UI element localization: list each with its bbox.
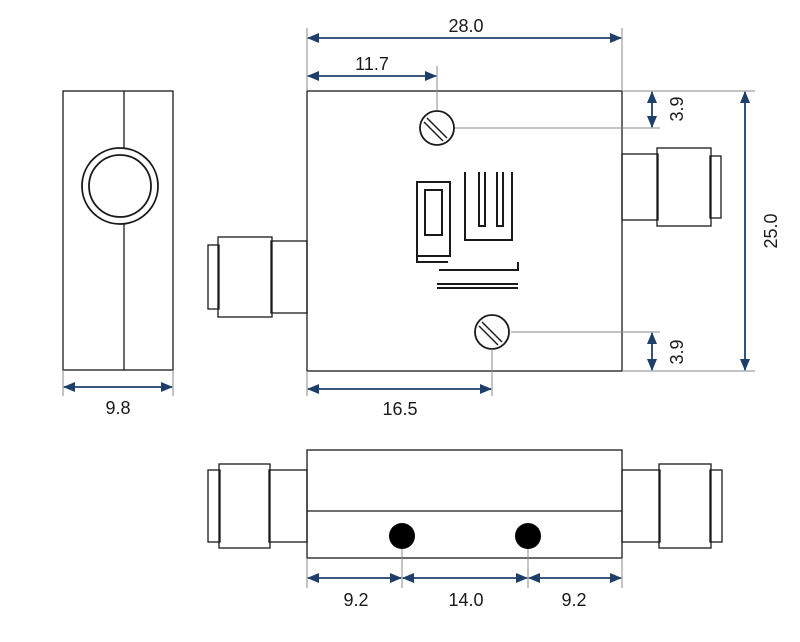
front-right-connector	[621, 463, 723, 549]
dimension-label-overall-length: 28.0	[448, 16, 483, 36]
dimension-label-hole-right-offset: 9.2	[561, 590, 586, 610]
dimension-label-side-thickness: 9.8	[105, 398, 130, 418]
dimension-label-top-screw-edge: 3.9	[667, 96, 687, 121]
left-connector	[207, 236, 308, 318]
side-view-body	[62, 90, 174, 371]
top-view-body	[306, 90, 623, 372]
top-screw	[419, 110, 455, 146]
dimension-label-bottom-screw-edge: 3.9	[667, 339, 687, 364]
front-view-body	[306, 449, 623, 559]
dimension-label-hole-spacing: 14.0	[448, 590, 483, 610]
qw-logo-icon	[416, 172, 519, 289]
top-view: 28.0 11.7 3.9 3.9 25.0 16.5	[207, 16, 781, 419]
dimension-label-hole-left-offset: 9.2	[343, 590, 368, 610]
dimension-label-bottom-screw-offset: 16.5	[382, 399, 417, 419]
connector-port-inner-ring	[88, 154, 152, 218]
dimension-label-screw-offset: 11.7	[355, 54, 389, 74]
side-view: 9.8	[62, 90, 174, 418]
bottom-screw	[474, 314, 510, 350]
front-view: 9.2 14.0 9.2	[207, 449, 723, 610]
mounting-hole	[389, 523, 415, 549]
dimension-label-overall-width: 25.0	[761, 213, 781, 248]
mounting-hole	[515, 523, 541, 549]
right-connector	[621, 147, 722, 227]
front-left-connector	[207, 463, 308, 549]
